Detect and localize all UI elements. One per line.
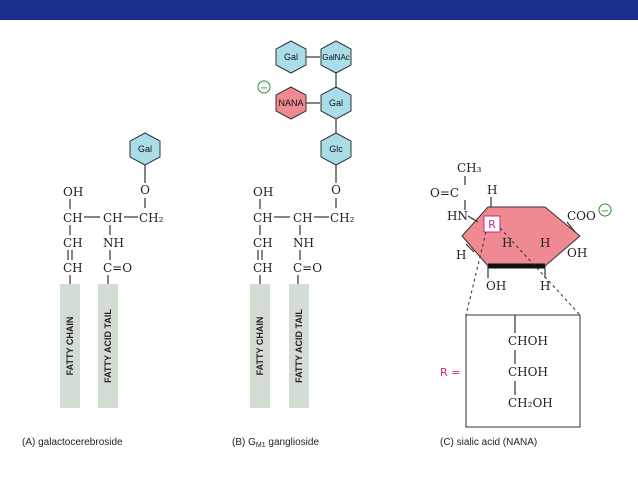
r-equals-label: R = — [440, 366, 460, 379]
caption-b: (B) GM1 ganglioside — [232, 437, 319, 449]
gal-label-b-top: Gal — [284, 52, 298, 62]
panel-c-sialic-acid: CH₃ O=C H HN R COO − H H H OH OH H — [430, 161, 612, 448]
gal-hexagon-b-mid — [320, 86, 352, 120]
caption-c: (C) sialic acid (NANA) — [440, 437, 537, 448]
nana-hexagon-b — [275, 86, 307, 120]
fatty-chain-b — [250, 284, 270, 408]
nana-label-b: NANA — [278, 98, 303, 108]
ch2-b: CH₂ — [330, 211, 355, 225]
charge-symbol-b: − — [260, 83, 268, 94]
ch-a-2: CH — [103, 211, 123, 225]
oh-a: OH — [63, 185, 83, 199]
ch-a-4: CH — [63, 261, 83, 275]
r-box — [483, 215, 501, 233]
fatty-chain-label-a: FATTY CHAIN — [65, 317, 75, 376]
ch2-a: CH₂ — [139, 211, 164, 225]
h-mid1-c: H — [502, 236, 512, 250]
nh-b: NH — [293, 236, 314, 250]
ch-b-4: CH — [253, 261, 273, 275]
o-link-a: O — [140, 183, 150, 197]
h-top-c: H — [487, 183, 497, 197]
fatty-chain-label-b: FATTY CHAIN — [255, 317, 265, 376]
r-group-ch2oh: CH₂OH — [508, 396, 553, 410]
galnac-label-b: GalNAc — [322, 53, 350, 62]
ch3-c: CH₃ — [457, 161, 482, 175]
oc-c: O=C — [430, 186, 459, 200]
gal-label-a: Gal — [138, 144, 152, 154]
ch-b-1: CH — [253, 211, 273, 225]
ch-b-3: CH — [253, 236, 273, 250]
co-a: C=O — [103, 261, 132, 275]
ch-b-2: CH — [293, 211, 313, 225]
fatty-acid-tail-label-a: FATTY ACID TAIL — [103, 309, 113, 383]
h-mid2-c: H — [540, 236, 550, 250]
oh-right-c: OH — [567, 246, 587, 260]
oh-b: OH — [253, 185, 273, 199]
ch-a-1: CH — [63, 211, 83, 225]
h-left-c: H — [456, 248, 466, 262]
fatty-chain-a — [60, 284, 80, 408]
fatty-acid-tail-b — [289, 284, 309, 408]
slide-top-bar — [0, 0, 638, 20]
negative-charge-b — [257, 80, 271, 94]
oh-bottom-c: OH — [486, 279, 506, 293]
caption-a: (A) galactocerebroside — [22, 437, 123, 448]
nh-a: NH — [103, 236, 124, 250]
fatty-acid-tail-label-b: FATTY ACID TAIL — [294, 309, 304, 383]
panel-b-ganglioside: Gal GalNAc NANA − Gal Glc O OH CH CH CH₂… — [232, 40, 355, 449]
negative-charge-c — [598, 203, 612, 217]
galnac-hexagon-b — [320, 40, 352, 74]
gal-label-b-mid: Gal — [329, 98, 343, 108]
charge-symbol-c: − — [601, 206, 609, 217]
panel-a-galactocerebroside: Gal O OH CH CH CH₂ CH CH NH C=O FATTY CH… — [22, 132, 164, 448]
r-group-choh-2: CHOH — [508, 365, 548, 379]
r-group-choh-1: CHOH — [508, 334, 548, 348]
ch-a-3: CH — [63, 236, 83, 250]
o-link-b: O — [331, 183, 341, 197]
h-bottom-c: H — [540, 279, 550, 293]
fatty-acid-tail-a — [98, 284, 118, 408]
r-box-label: R — [488, 218, 496, 231]
hn-c: HN — [447, 209, 468, 223]
coo-c: COO — [567, 209, 596, 223]
co-b: C=O — [293, 261, 322, 275]
gal-hexagon-b-top — [275, 40, 307, 74]
r-group-box — [465, 314, 581, 428]
glc-label-b: Glc — [329, 144, 343, 154]
